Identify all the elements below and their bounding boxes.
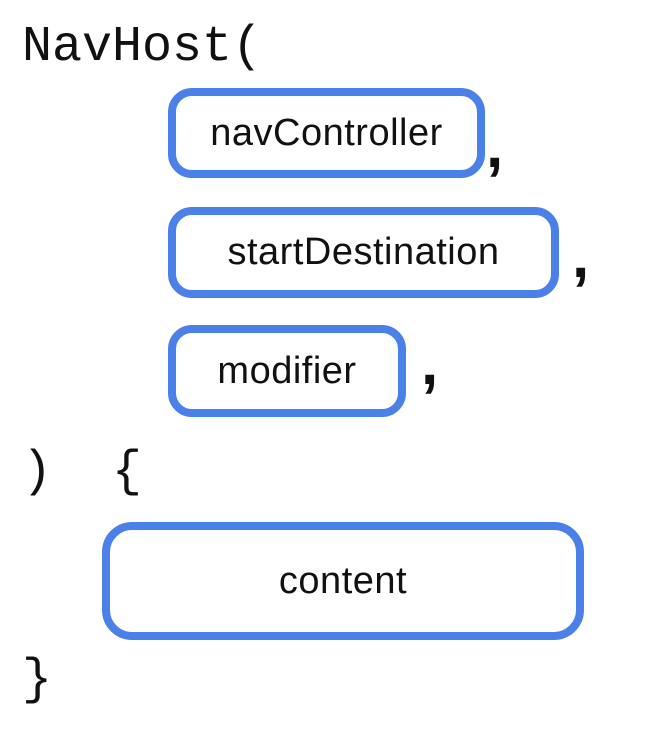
param-box-navcontroller: navController — [168, 88, 485, 178]
slot-box-content: content — [102, 522, 584, 640]
param-label: startDestination — [227, 231, 500, 273]
param-box-modifier: modifier — [168, 325, 406, 417]
slot-label: content — [278, 559, 408, 602]
param-label: modifier — [217, 349, 357, 392]
comma-separator: , — [421, 329, 439, 398]
comma-separator: , — [486, 112, 504, 181]
code-body-close: } — [22, 652, 53, 709]
comma-separator: , — [572, 222, 590, 291]
code-navhost-open: NavHost( — [22, 19, 263, 76]
code-body-open: ) { — [22, 444, 143, 501]
param-label: navController — [210, 111, 443, 154]
param-box-startdestination: startDestination — [168, 207, 559, 298]
